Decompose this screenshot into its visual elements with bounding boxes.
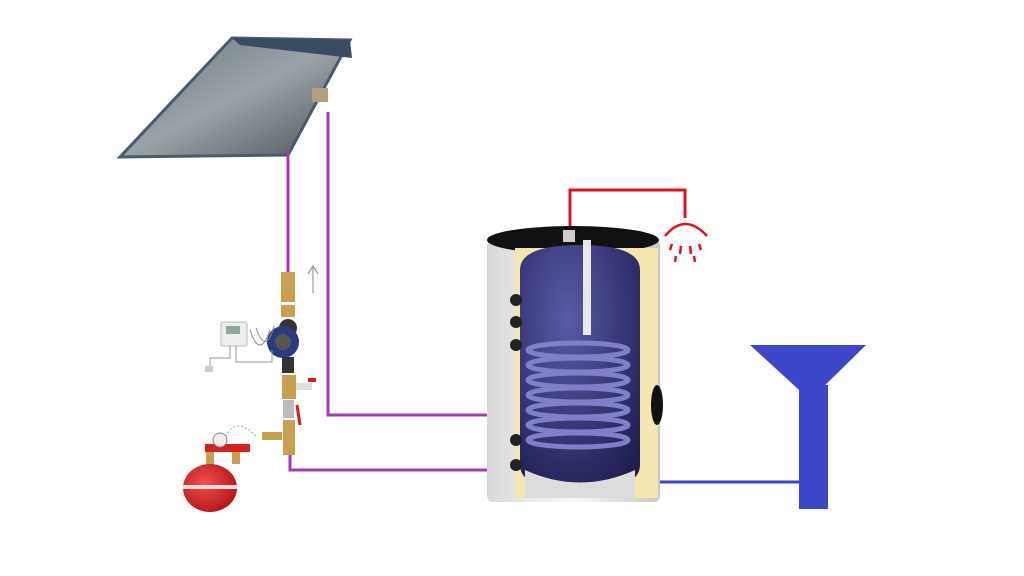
sensor-well [583, 240, 591, 335]
heat-exchanger-coil [525, 340, 631, 450]
solar-collector [116, 36, 353, 159]
shower-icon [664, 222, 708, 263]
expansion-vessel [183, 425, 257, 512]
collector-outlet-fitting [312, 88, 328, 102]
power-plug-icon [205, 366, 213, 372]
controller [205, 321, 275, 372]
storage-tank [487, 226, 663, 502]
flow-direction-arrow-icon [307, 264, 319, 293]
pump-station [262, 272, 316, 455]
pressure-gauge-icon [212, 432, 228, 448]
cold-water-funnel-icon [750, 345, 866, 509]
solar-loop-pipes [286, 112, 488, 472]
hot-water-line [568, 188, 687, 235]
